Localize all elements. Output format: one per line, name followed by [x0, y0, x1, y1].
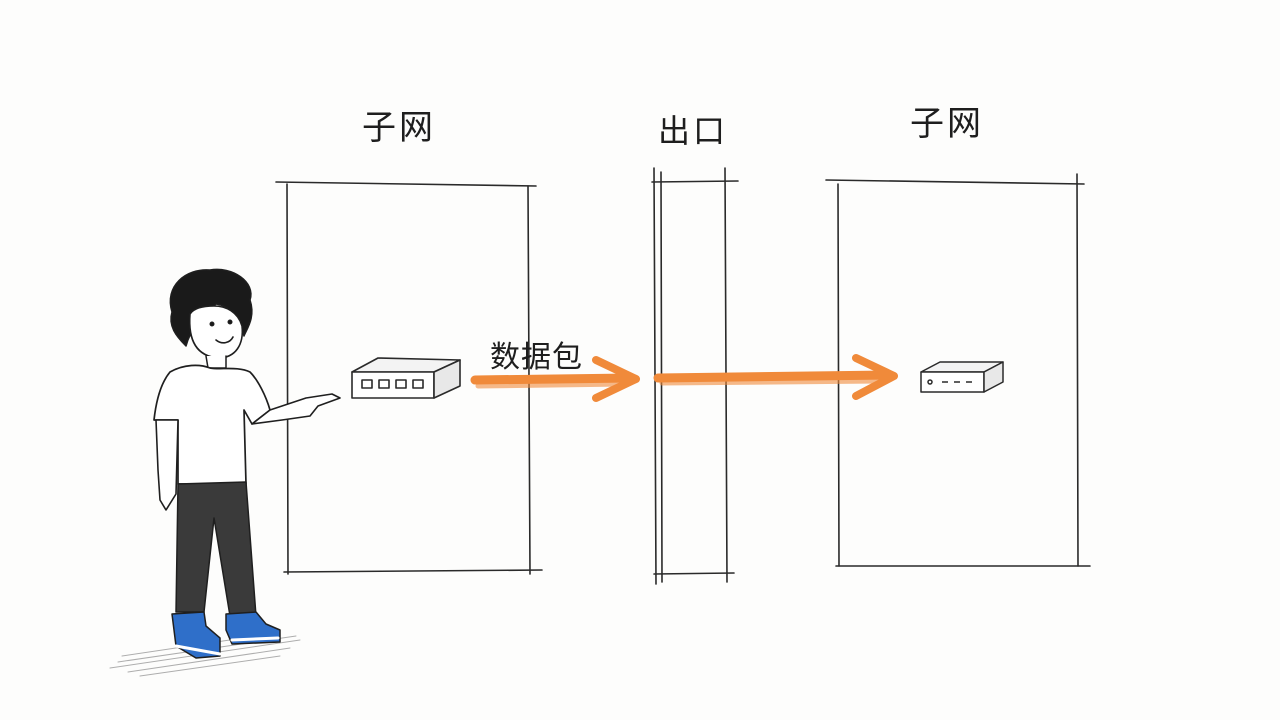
person-pointing-icon [109, 268, 341, 677]
network-switch-icon [351, 357, 461, 399]
packet-label: 数据包 [490, 340, 583, 375]
right-subnet-label: 子网 [910, 104, 984, 144]
router-icon [920, 361, 1004, 393]
packet-arrow-1 [470, 356, 640, 402]
left-subnet-label: 子网 [362, 108, 436, 148]
right-subnet-box [825, 173, 1091, 567]
packet-arrow-2 [653, 354, 898, 400]
exit-label: 出口 [658, 112, 729, 150]
